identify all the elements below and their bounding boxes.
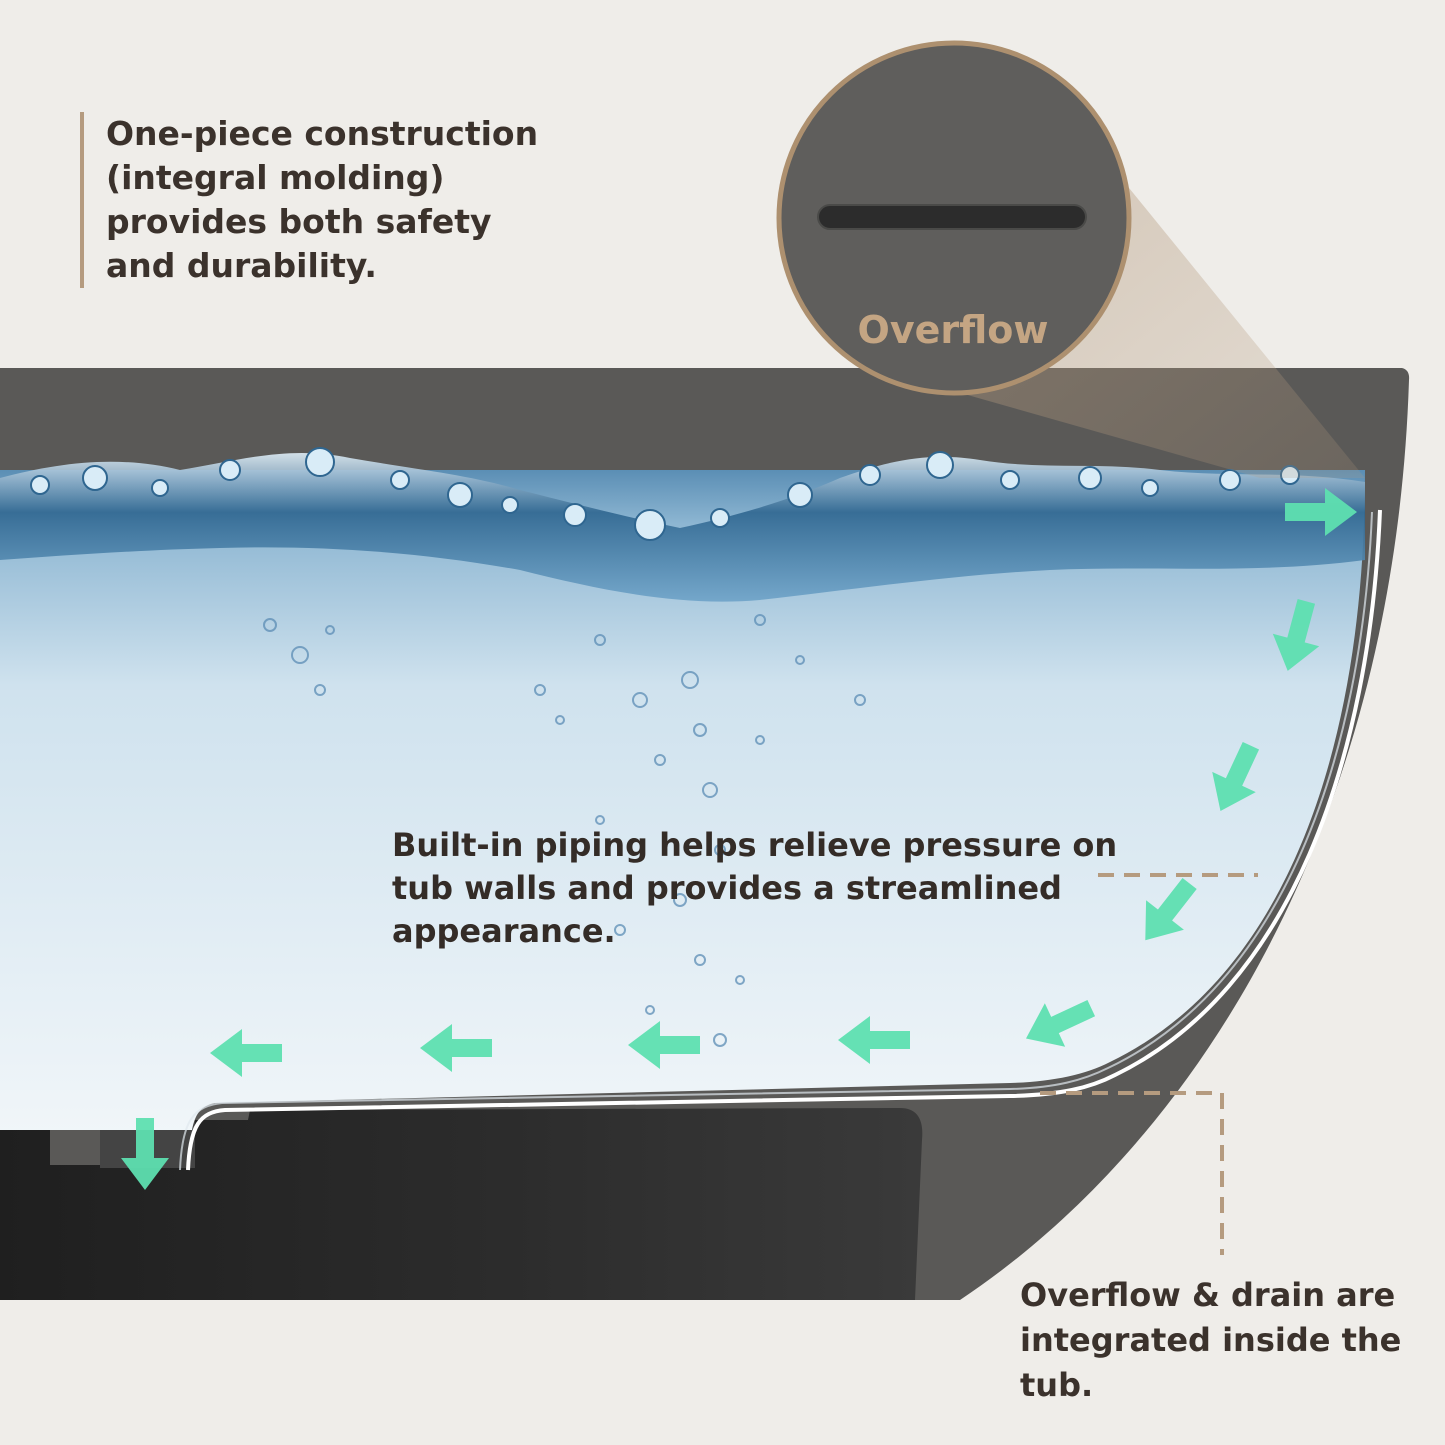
construction-callout-line: One-piece construction xyxy=(106,114,539,153)
mint-arrow-icon xyxy=(1212,741,1260,812)
drain-callout-line: integrated inside the xyxy=(1020,1321,1402,1359)
overflow-slot xyxy=(817,204,1087,230)
piping-callout: Built-in piping helps relieve pressure o… xyxy=(392,824,1118,953)
piping-callout-line: tub walls and provides a streamlined xyxy=(392,869,1062,907)
mint-arrow-icon xyxy=(1272,599,1320,671)
construction-callout-line: and durability. xyxy=(106,246,377,285)
construction-callout-line: provides both safety xyxy=(106,202,492,241)
mint-arrow-icon xyxy=(1145,877,1197,941)
drain-callout-line: Overflow & drain are xyxy=(1020,1276,1396,1314)
drain-leader-line xyxy=(1040,1091,1224,1255)
mint-arrow-icon xyxy=(1285,488,1357,536)
mint-arrow-icon xyxy=(210,1029,282,1077)
construction-callout: One-piece construction (integral molding… xyxy=(80,112,626,288)
mint-arrow-icon xyxy=(420,1024,492,1072)
overflow-pipe-inner xyxy=(179,511,1373,1171)
tub-base xyxy=(0,1108,923,1300)
down-arrow-icon xyxy=(121,1118,169,1190)
overflow-pipe xyxy=(186,509,1382,1171)
piping-callout-line: Built-in piping helps relieve pressure o… xyxy=(392,826,1118,864)
water-surface xyxy=(0,452,1365,602)
construction-callout-line: (integral molding) xyxy=(106,158,445,197)
mint-arrow-icon xyxy=(838,1016,910,1064)
surface-bubbles xyxy=(30,447,1300,541)
drain-callout: Overflow & drain are integrated inside t… xyxy=(1020,1273,1420,1408)
drain-callout-line: tub. xyxy=(1020,1366,1094,1404)
rising-bubbles xyxy=(263,614,866,1047)
overflow-label: Overflow xyxy=(857,308,1049,352)
mint-arrow-icon xyxy=(1025,999,1096,1047)
mint-arrow-icon xyxy=(628,1021,700,1069)
piping-callout-line: appearance. xyxy=(392,912,616,950)
